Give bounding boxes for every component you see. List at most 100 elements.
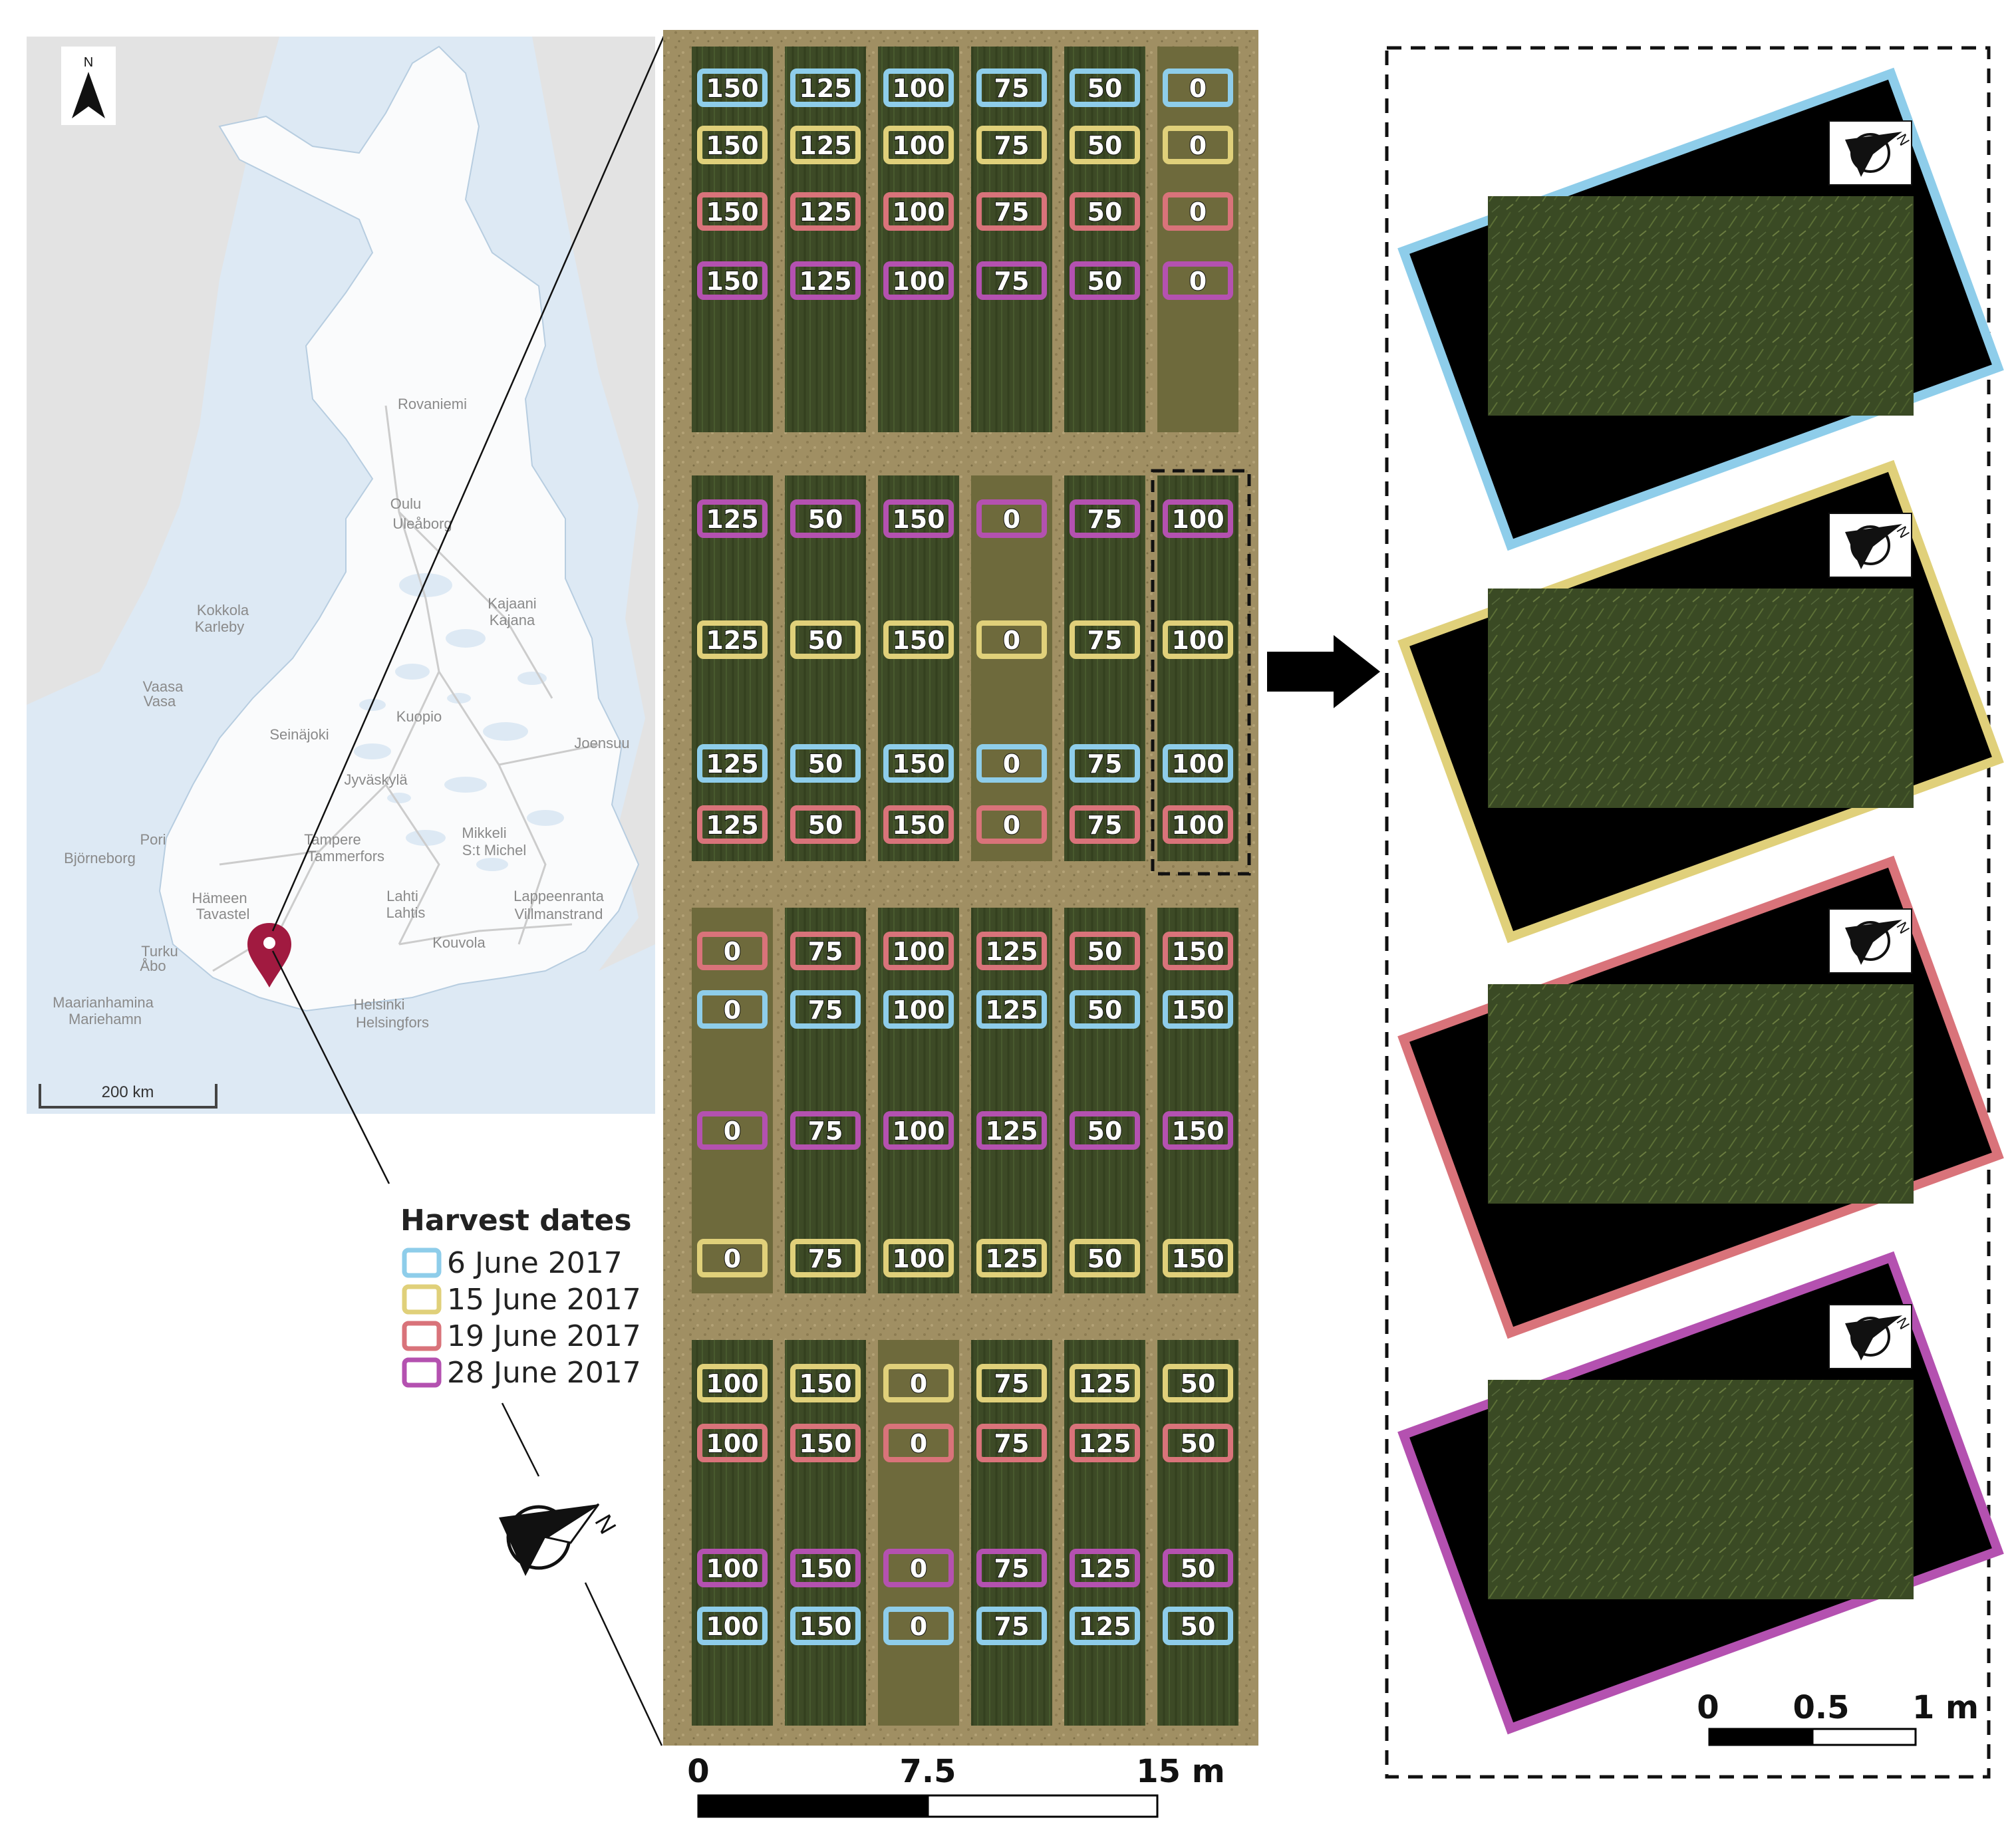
plot-rate-label: 100 xyxy=(892,937,944,966)
map-lake xyxy=(527,810,564,826)
plot-label: 150 xyxy=(1163,1111,1233,1150)
plot-label: 75 xyxy=(976,1364,1047,1402)
map-north-label: N xyxy=(84,55,93,70)
plot-label-box xyxy=(1070,68,1140,107)
plot-label-box xyxy=(1070,932,1140,970)
plot-label: 50 xyxy=(1163,1424,1233,1462)
plot-label: 100 xyxy=(883,68,954,107)
plot-rate-label: 50 xyxy=(1087,995,1123,1025)
map-lake xyxy=(444,777,487,793)
plot-rate-label: 100 xyxy=(706,1554,758,1583)
plot-rate-label: 75 xyxy=(808,1244,843,1273)
map-city-label: Kokkola xyxy=(197,602,249,618)
map-scale-label: 200 km xyxy=(102,1083,154,1101)
field-scale-white xyxy=(927,1794,1159,1818)
plot-rate-label: 75 xyxy=(808,937,843,966)
selected-plot-highlight xyxy=(1151,469,1251,876)
field-plot xyxy=(1064,908,1145,1293)
plot-label: 75 xyxy=(976,1549,1047,1587)
plot-label-box xyxy=(790,620,861,659)
plot-label: 50 xyxy=(790,805,861,844)
plot-rate-label: 50 xyxy=(1087,74,1123,103)
plot-label: 100 xyxy=(883,1239,954,1277)
map-road xyxy=(384,405,440,672)
plot-label: 100 xyxy=(883,261,954,300)
connector-line-bottom xyxy=(271,950,390,1184)
plot-rate-label: 0 xyxy=(1003,626,1020,655)
plot-rate-label: 75 xyxy=(994,131,1030,160)
map-city-label: Lahti xyxy=(386,888,418,904)
map-lake xyxy=(354,743,391,759)
plot-label-box xyxy=(1070,620,1140,659)
plot-label-box xyxy=(1070,499,1140,538)
plot-label: 125 xyxy=(697,744,768,783)
field-scale-tick: 0 xyxy=(687,1753,709,1790)
detail-scale-tick: 0.5 xyxy=(1793,1689,1849,1726)
plot-rate-label: 150 xyxy=(892,626,944,655)
plot-detail-grass xyxy=(1488,196,1914,416)
plot-label: 0 xyxy=(976,805,1047,844)
plot-rate-label: 100 xyxy=(892,1117,944,1146)
plot-label-box xyxy=(697,1424,768,1462)
plot-rate-label: 150 xyxy=(1171,995,1224,1025)
plot-label-box xyxy=(976,1364,1047,1402)
map-city-label: Vaasa xyxy=(143,678,184,695)
plot-label-box xyxy=(1070,126,1140,164)
plot-rate-label: 0 xyxy=(910,1429,927,1458)
plot-rate-label: 100 xyxy=(892,995,944,1025)
plot-label: 50 xyxy=(1163,1549,1233,1587)
plot-label: 50 xyxy=(1070,1239,1140,1277)
map-lake xyxy=(476,858,508,871)
plot-label-box xyxy=(790,990,861,1029)
plot-label: 50 xyxy=(1070,990,1140,1029)
plot-rate-label: 75 xyxy=(994,1369,1030,1398)
plot-label-box xyxy=(697,1239,768,1277)
legend-title: Harvest dates xyxy=(400,1204,632,1238)
plot-label: 125 xyxy=(976,1239,1047,1277)
plot-rate-label: 125 xyxy=(985,995,1038,1025)
field-trial-orthomosaic: 150 125 100 75 50 0 150 125 100 75 50 0 150 125 100 75 5… xyxy=(663,30,1258,1818)
connector-line-top xyxy=(271,33,666,932)
plot-label-box xyxy=(883,1364,954,1402)
plot-label: 100 xyxy=(883,1111,954,1150)
plot-label-box xyxy=(1070,1424,1140,1462)
plot-rate-label: 75 xyxy=(994,197,1030,227)
plot-rate-label: 125 xyxy=(1078,1554,1131,1583)
plot-label-box xyxy=(790,1111,861,1150)
plot-label: 50 xyxy=(790,620,861,659)
plot-rate-label: 50 xyxy=(1087,197,1123,227)
plot-label-box xyxy=(976,68,1047,107)
plot-label: 50 xyxy=(1070,932,1140,970)
plot-label-box xyxy=(883,261,954,300)
map-city-label: Oulu xyxy=(390,495,421,512)
plot-label-box xyxy=(976,192,1047,231)
map-city-label: Tampere xyxy=(304,831,361,848)
plot-label: 0 xyxy=(976,744,1047,783)
plot-rate-label: 75 xyxy=(808,1117,843,1146)
plot-label-box xyxy=(1070,990,1140,1029)
plot-label: 150 xyxy=(790,1549,861,1587)
plot-detail-image: N xyxy=(1397,67,2004,551)
plot-label-box xyxy=(697,990,768,1029)
map-city-label: Kajaani xyxy=(488,595,536,612)
field-plot xyxy=(1157,475,1238,861)
field-plot xyxy=(785,47,866,432)
plot-label: 75 xyxy=(790,1239,861,1277)
plot-rate-label: 100 xyxy=(1171,749,1224,779)
plot-label: 100 xyxy=(1163,499,1233,538)
plot-rate-label: 100 xyxy=(1171,811,1224,840)
plot-label: 100 xyxy=(883,932,954,970)
plot-rate-label: 100 xyxy=(706,1429,758,1458)
plot-label: 75 xyxy=(976,1424,1047,1462)
field-plot xyxy=(785,1340,866,1726)
map-city-label: Karleby xyxy=(195,618,245,635)
plot-label: 150 xyxy=(1163,932,1233,970)
map-city-label: Tavastel xyxy=(196,906,250,922)
plot-rate-label: 125 xyxy=(799,131,851,160)
plot-label-box xyxy=(790,192,861,231)
map-road xyxy=(219,850,320,866)
plot-rate-label: 125 xyxy=(985,937,1038,966)
map-city-label: Tammerfors xyxy=(307,848,384,864)
legend-item-label: 28 June 2017 xyxy=(447,1356,641,1390)
plot-rate-label: 150 xyxy=(892,505,944,534)
